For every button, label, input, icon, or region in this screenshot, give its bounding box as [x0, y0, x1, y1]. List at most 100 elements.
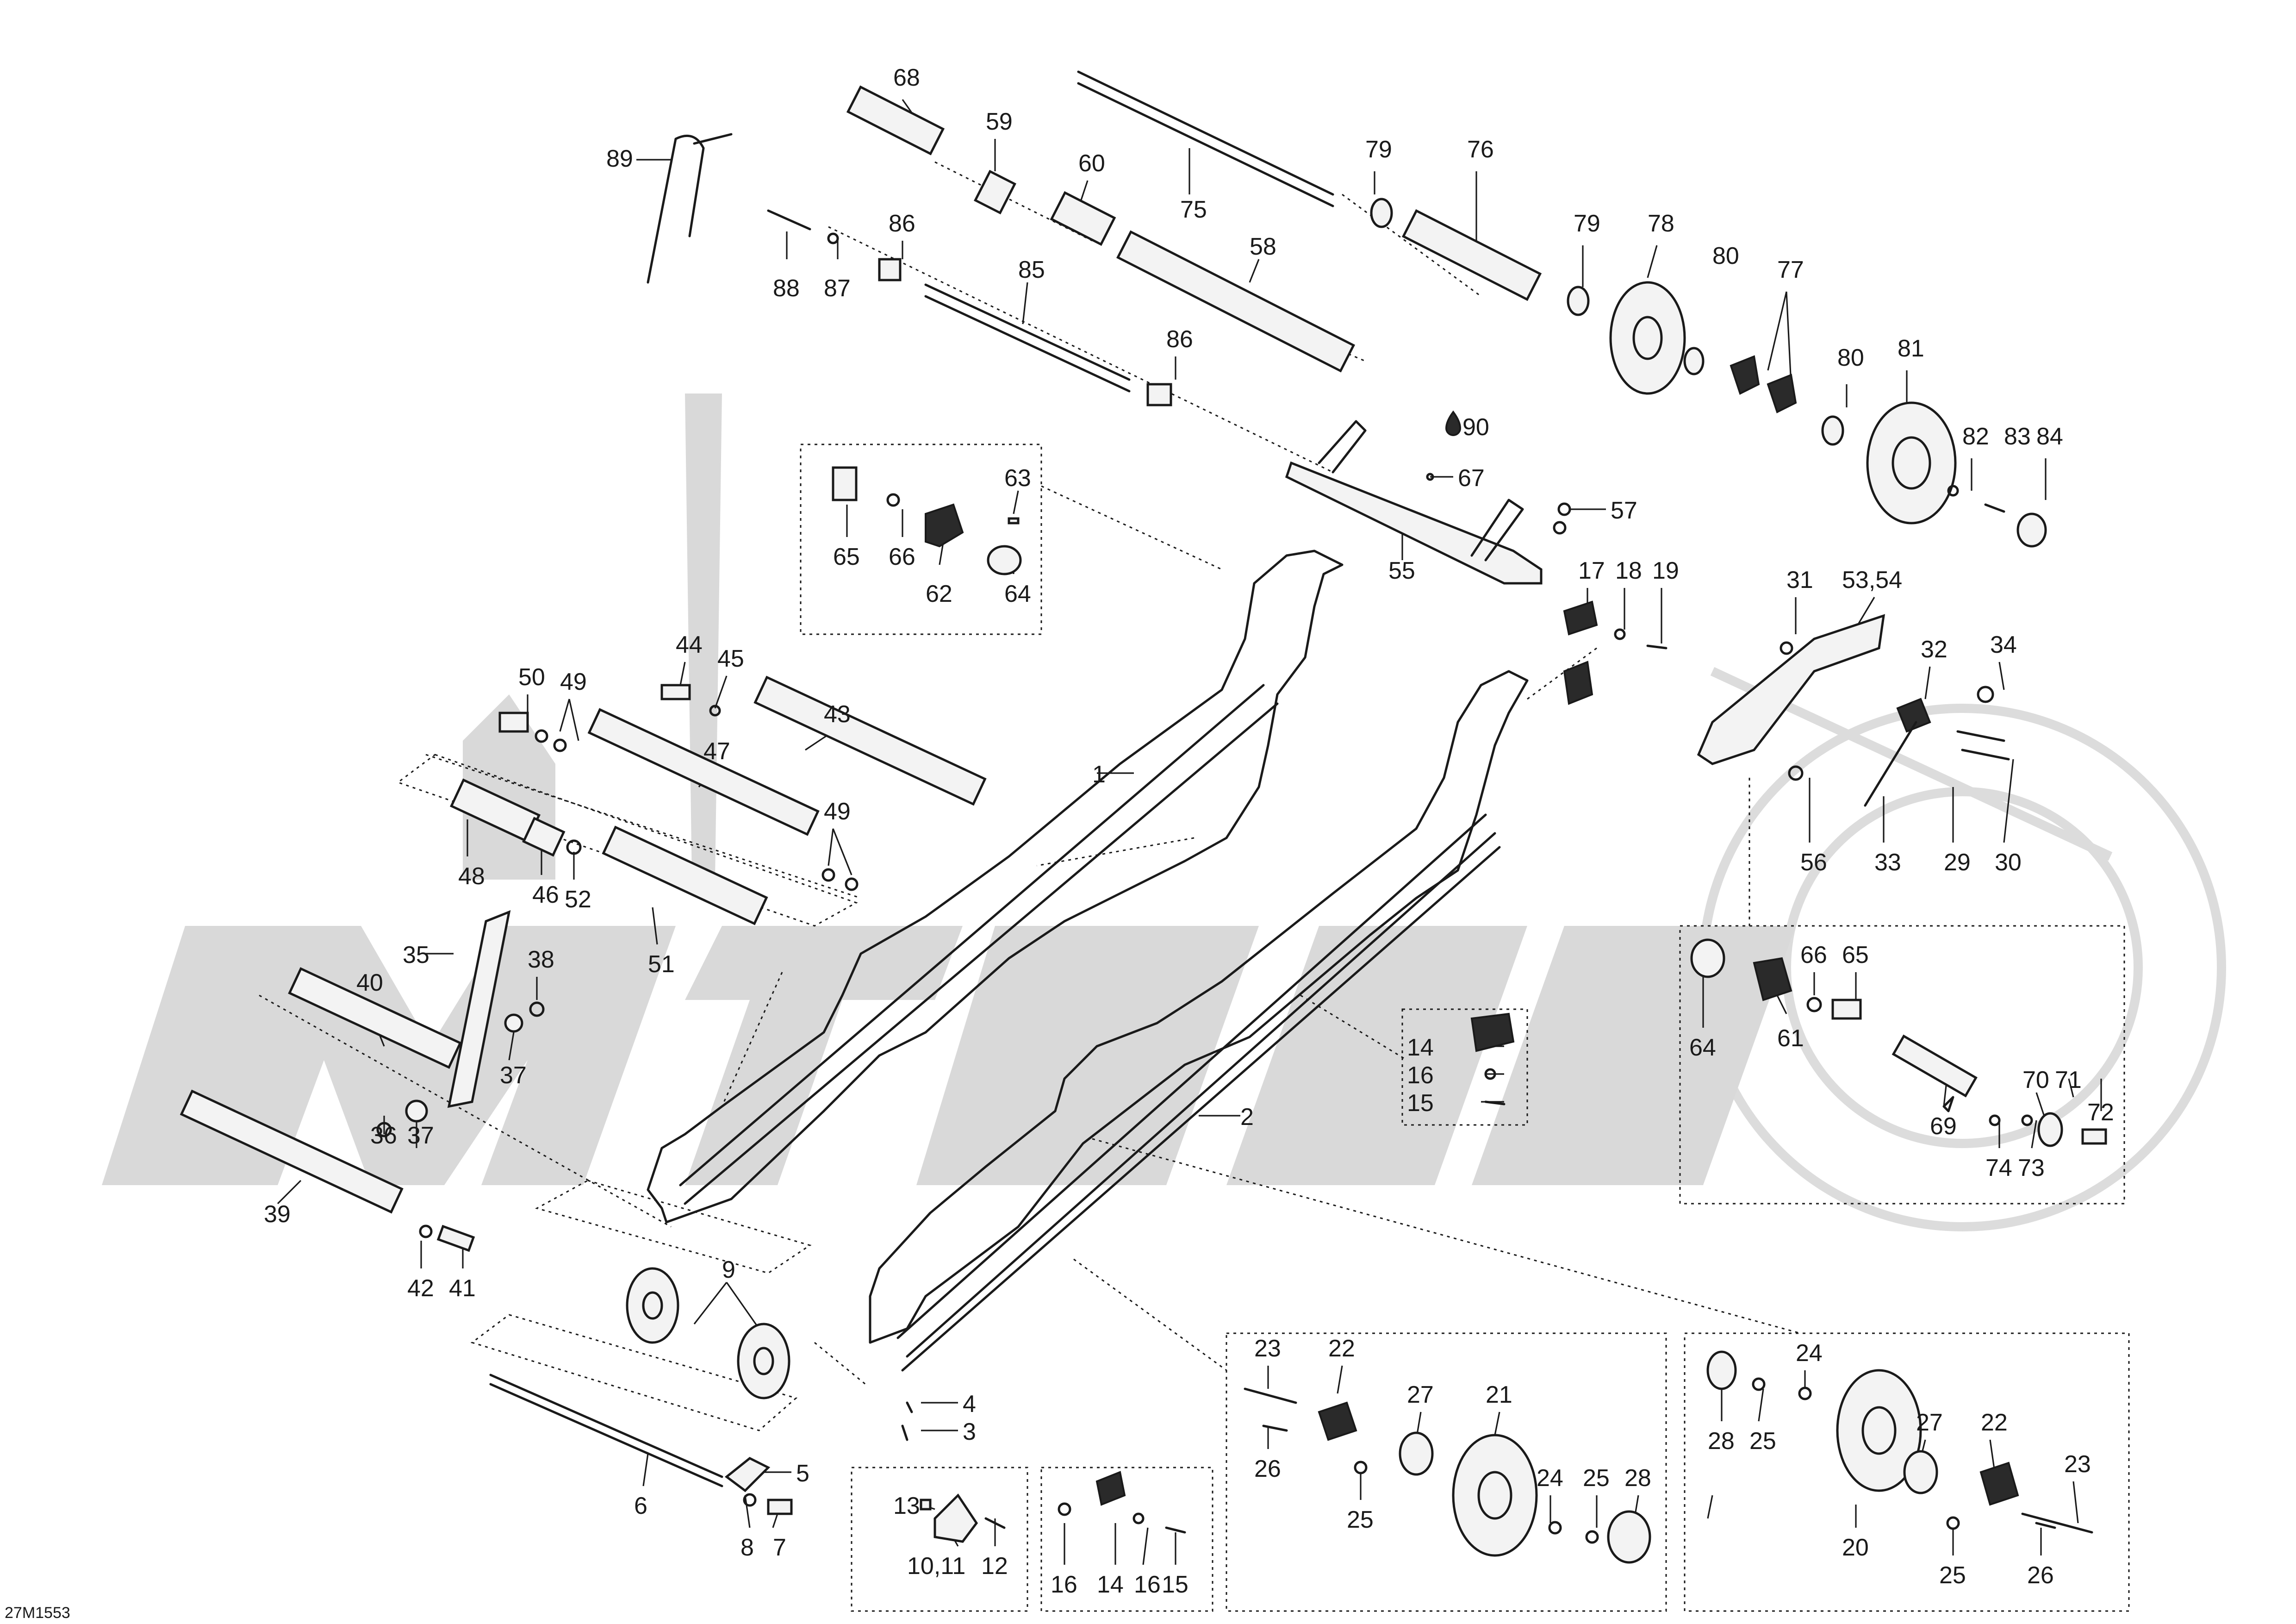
callout-28b: 28 — [1708, 1428, 1735, 1455]
callout-22a: 22 — [1328, 1335, 1355, 1362]
bushing-64 — [987, 545, 1022, 575]
rail-right — [869, 670, 1529, 1344]
callout-46: 46 — [532, 881, 559, 908]
callout-79a: 79 — [1365, 136, 1392, 163]
cap-28b — [1706, 1350, 1737, 1390]
washer-37a — [504, 1013, 523, 1033]
tube-76 — [1401, 209, 1542, 301]
callout-73: 73 — [2018, 1155, 2045, 1181]
callout-55: 55 — [1388, 557, 1415, 584]
callout-23a: 23 — [1254, 1335, 1281, 1362]
parts — [180, 70, 2107, 1564]
reference-code: 27M1553 — [5, 1604, 70, 1622]
bolt-36 — [376, 1122, 392, 1137]
washer-66 — [886, 493, 900, 507]
callout-26a: 26 — [1254, 1455, 1281, 1482]
callout-7: 7 — [773, 1534, 786, 1561]
oil-drop-icon — [1445, 410, 1462, 436]
wheel-9a — [626, 1267, 679, 1344]
callout-21: 21 — [1486, 1381, 1512, 1408]
bearing-77a — [1730, 355, 1760, 395]
washer-27a — [1399, 1431, 1434, 1476]
washer-79b — [1567, 286, 1590, 316]
washer-49a — [535, 729, 548, 743]
callout-15b: 15 — [1162, 1571, 1188, 1598]
tube-51 — [602, 825, 768, 925]
rail-left — [647, 550, 1344, 1224]
callout-65b: 65 — [1842, 942, 1869, 968]
callout-20: 20 — [1842, 1534, 1869, 1561]
callout-24a: 24 — [1537, 1465, 1563, 1492]
washer-79a — [1370, 198, 1393, 228]
callout-16c: 16 — [1134, 1571, 1161, 1598]
wheel-9b — [737, 1323, 790, 1399]
bolt-65 — [832, 466, 858, 501]
slider-14b — [1095, 1471, 1126, 1506]
spacer-86b — [1146, 383, 1172, 406]
bracket-62 — [925, 503, 964, 548]
washer-49b — [553, 738, 567, 752]
callout-77: 77 — [1777, 256, 1804, 283]
washer-8 — [743, 1493, 757, 1507]
callout-19: 19 — [1652, 557, 1679, 584]
bolt-26b — [2035, 1522, 2056, 1529]
washer-80b — [1821, 415, 1844, 446]
washer-52 — [566, 839, 582, 855]
tube-43 — [753, 675, 987, 806]
rivet-4 — [906, 1401, 913, 1413]
callout-48: 48 — [458, 863, 485, 890]
bolt-12 — [984, 1517, 1006, 1529]
callout-67: 67 — [1458, 465, 1485, 492]
callout-36: 36 — [370, 1122, 397, 1149]
callout-64b: 64 — [1689, 1034, 1716, 1061]
callout-66b: 66 — [1800, 942, 1827, 968]
callout-56: 56 — [1800, 849, 1827, 876]
pin-63 — [1008, 517, 1020, 525]
washer-42 — [419, 1224, 433, 1238]
bracket-10-11 — [933, 1493, 978, 1543]
bolt-44 — [660, 684, 691, 700]
callout-60: 60 — [1078, 150, 1105, 177]
callout-53-54: 53,54 — [1842, 567, 1902, 593]
nut-34 — [1977, 686, 1994, 703]
tube-60 — [1050, 191, 1116, 246]
bolt-83 — [1984, 503, 2005, 513]
callout-25b: 25 — [1583, 1465, 1610, 1492]
wheel-78 — [1609, 281, 1686, 395]
bolt-19 — [1646, 644, 1668, 650]
callout-51: 51 — [648, 951, 675, 978]
callout-52: 52 — [565, 886, 591, 913]
shaft-85 — [924, 283, 1131, 381]
bolt-65b — [1831, 999, 1862, 1020]
callout-63: 63 — [1004, 465, 1031, 492]
slider-17b — [1563, 661, 1593, 705]
callout-38: 38 — [528, 946, 554, 973]
slider-14a — [1470, 1012, 1515, 1052]
callout-26b: 26 — [2027, 1562, 2054, 1589]
callout-10-11: 10,11 — [907, 1553, 965, 1580]
cap-28a — [1607, 1510, 1651, 1564]
callout-18: 18 — [1615, 557, 1642, 584]
callout-5: 5 — [796, 1460, 809, 1487]
callout-1: 1 — [1092, 761, 1106, 788]
callout-25a: 25 — [1347, 1506, 1374, 1533]
washer-49c — [821, 868, 835, 882]
callout-14b: 14 — [1097, 1571, 1124, 1598]
washer-80a — [1683, 347, 1705, 375]
callout-49a: 49 — [560, 668, 587, 695]
callout-33: 33 — [1874, 849, 1901, 876]
callout-4: 4 — [963, 1391, 976, 1418]
callout-13: 13 — [893, 1493, 920, 1519]
callout-49b: 49 — [824, 798, 851, 825]
callout-74: 74 — [1985, 1155, 2012, 1181]
bolt-50 — [498, 712, 529, 733]
callout-83: 83 — [2004, 423, 2031, 450]
callout-61: 61 — [1777, 1025, 1804, 1052]
bolt-15a — [1484, 1100, 1506, 1106]
callout-42: 42 — [407, 1275, 434, 1302]
callout-47: 47 — [703, 738, 730, 765]
callout-58: 58 — [1250, 233, 1276, 260]
holder-22b — [1979, 1462, 2019, 1506]
callout-32: 32 — [1921, 636, 1948, 663]
